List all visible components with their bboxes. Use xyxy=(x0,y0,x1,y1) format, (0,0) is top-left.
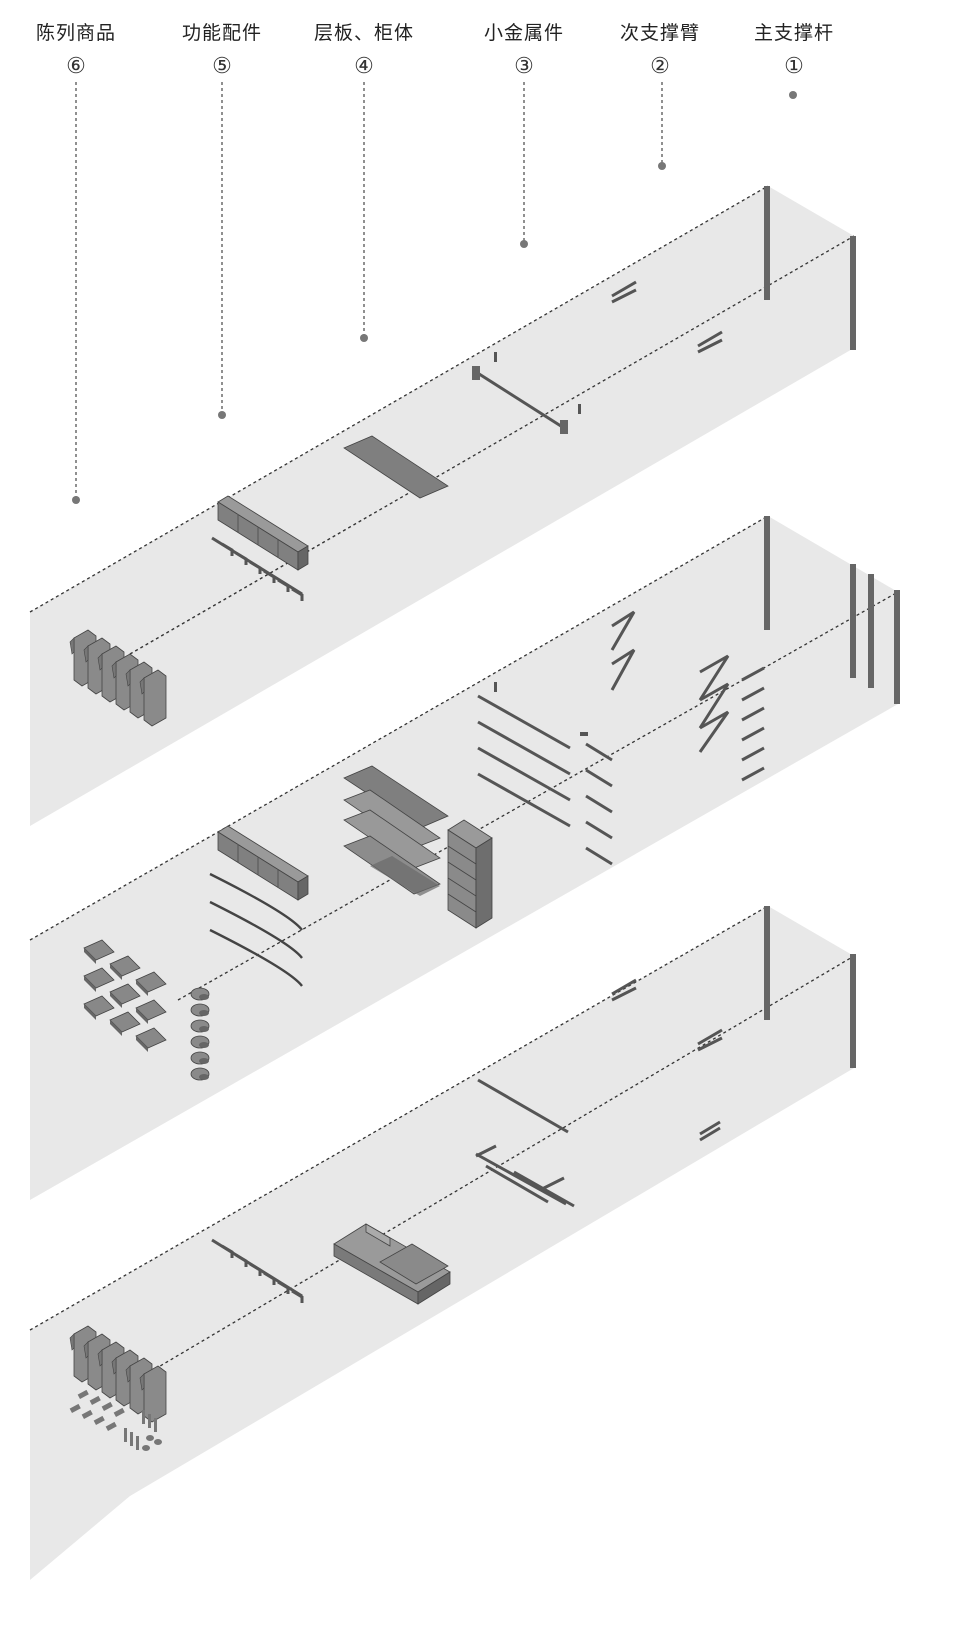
metal-rail xyxy=(475,370,565,430)
label-display-goods: 陈列商品 xyxy=(35,22,116,44)
label-shelves: 层板、柜体 xyxy=(313,22,414,44)
stacked-box-units xyxy=(447,819,493,929)
main-pole xyxy=(894,590,900,704)
metal-rails-group xyxy=(477,694,613,866)
number-accessories: ⑤ xyxy=(212,54,232,79)
label-accessories: 功能配件 xyxy=(181,22,262,44)
main-pole xyxy=(764,906,770,1020)
secondary-arm xyxy=(697,1028,723,1052)
cabinet-boxes xyxy=(333,1223,451,1305)
cabinet-box xyxy=(217,825,309,901)
label-metal-parts: 小金属件 xyxy=(483,22,564,44)
number-secondary-arm: ② xyxy=(650,54,670,79)
curved-rods xyxy=(209,872,303,987)
hanger-bar xyxy=(211,536,304,603)
display-panel-1 xyxy=(29,185,856,826)
main-pole xyxy=(850,236,856,350)
number-shelves: ④ xyxy=(354,54,374,79)
secondary-arm xyxy=(611,280,637,304)
display-panel-2 xyxy=(29,515,900,1200)
main-pole xyxy=(868,574,874,688)
stacked-shelves xyxy=(343,765,449,896)
leader-lines xyxy=(75,82,663,498)
label-main-pole: 主支撑杆 xyxy=(753,22,834,44)
shelf-board xyxy=(343,435,449,499)
number-metal-parts: ③ xyxy=(514,54,534,79)
main-pole xyxy=(764,186,770,300)
display-panel-3 xyxy=(29,905,856,1580)
leader-dots xyxy=(72,91,797,504)
number-main-pole: ① xyxy=(784,54,804,79)
secondary-arm xyxy=(697,330,723,354)
main-pole xyxy=(850,954,856,1068)
hanger-bar xyxy=(211,1238,304,1305)
number-display-goods: ⑥ xyxy=(66,54,86,79)
small-goods xyxy=(69,1389,162,1451)
main-pole xyxy=(850,564,856,678)
metal-rails-group xyxy=(475,1078,575,1208)
secondary-arm xyxy=(699,1120,721,1142)
label-secondary-arm: 次支撑臂 xyxy=(619,22,700,44)
secondary-arms-group xyxy=(610,610,765,782)
secondary-arm xyxy=(611,978,637,1002)
cabinet-box xyxy=(217,495,309,571)
main-pole xyxy=(764,516,770,630)
